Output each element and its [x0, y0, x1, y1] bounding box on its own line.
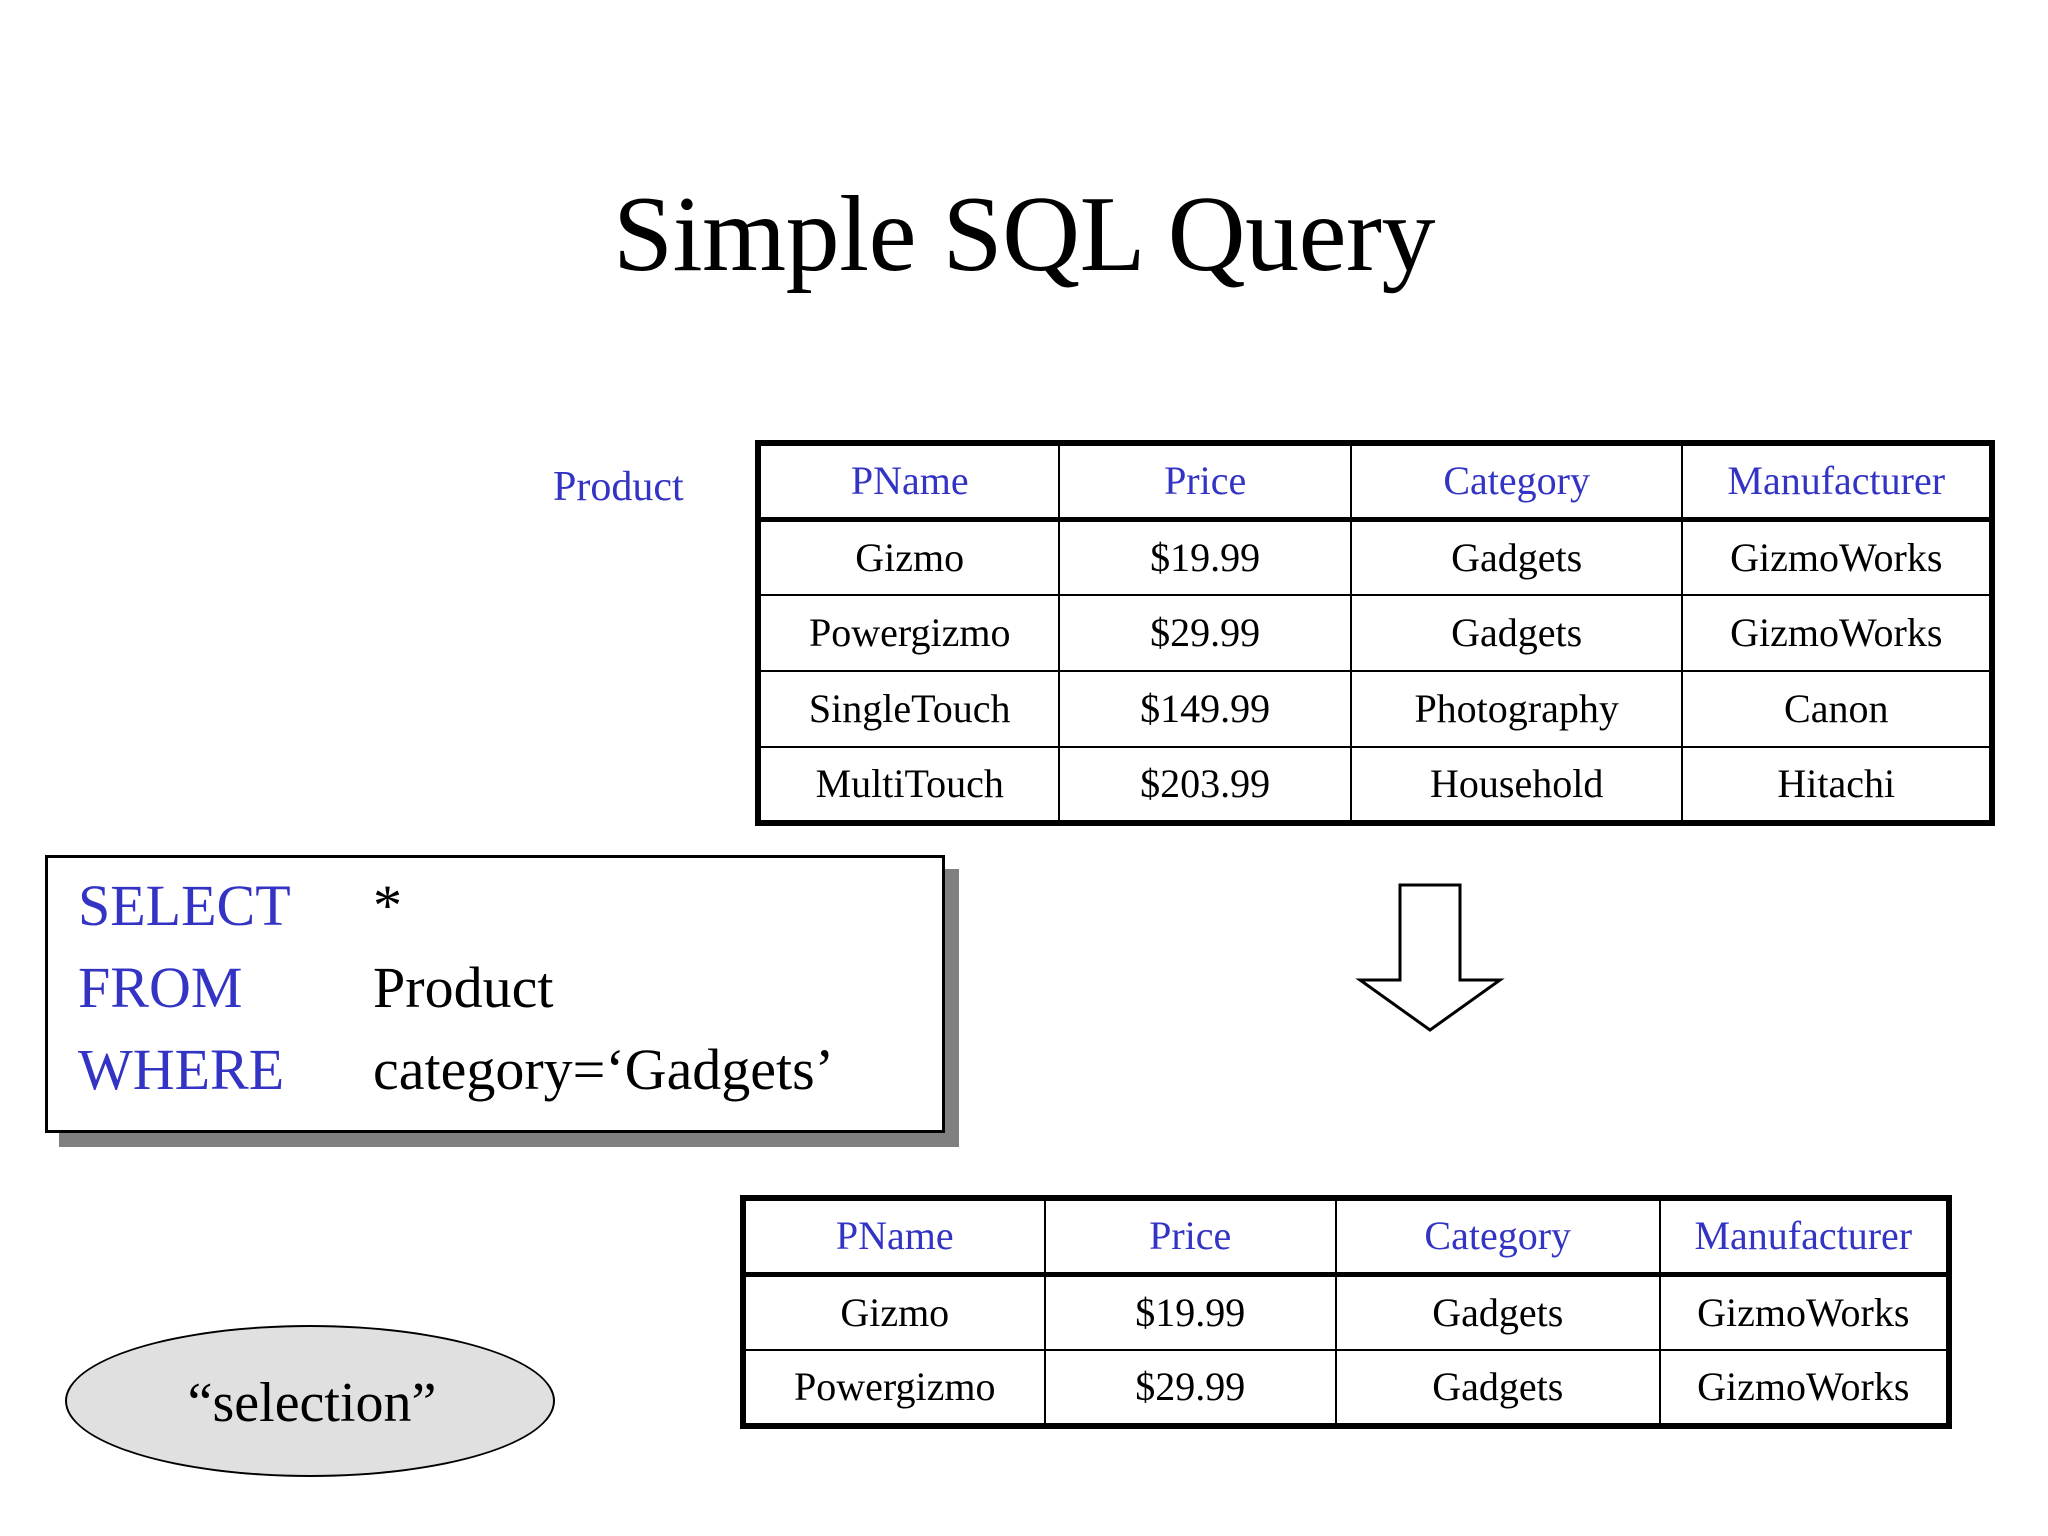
column-header-pname: PName: [756, 442, 1061, 522]
column-header-price: Price: [1043, 1197, 1337, 1277]
column-header-manufacturer: Manufacturer: [1681, 442, 1993, 522]
table-header-row: PName Price Category Manufacturer: [742, 1197, 1951, 1277]
cell-category: Gadgets: [1334, 1273, 1661, 1351]
product-table-label: Product: [553, 464, 684, 510]
product-table-head: PName Price Category Manufacturer: [756, 442, 1993, 522]
cell-manufacturer: GizmoWorks: [1681, 518, 1993, 596]
result-table-body: Gizmo $19.99 Gadgets GizmoWorks Powergiz…: [742, 1273, 1951, 1427]
selection-annotation-ellipse: “selection”: [65, 1325, 555, 1477]
column-header-price: Price: [1058, 442, 1352, 522]
column-header-category: Category: [1349, 442, 1684, 522]
sql-value-from: Product: [373, 955, 554, 1020]
cell-price: $29.99: [1043, 1349, 1337, 1427]
cell-manufacturer: GizmoWorks: [1658, 1349, 1951, 1427]
sql-box-panel: SELECT * FROM Product WHERE category=‘Gadge…: [45, 855, 945, 1133]
product-table-body: Gizmo $19.99 Gadgets GizmoWorks Powergiz…: [756, 518, 1993, 824]
sql-value-where: category=‘Gadgets’: [373, 1037, 835, 1102]
cell-pname: Powergizmo: [756, 594, 1061, 672]
table-row: Powergizmo $29.99 Gadgets GizmoWorks: [756, 594, 1993, 672]
column-header-category: Category: [1334, 1197, 1661, 1277]
cell-manufacturer: GizmoWorks: [1658, 1273, 1951, 1351]
sql-line-where: WHERE category=‘Gadgets’: [78, 1028, 928, 1112]
table-row: SingleTouch $149.99 Photography Canon: [756, 670, 1993, 748]
cell-manufacturer: GizmoWorks: [1681, 594, 1993, 672]
cell-category: Gadgets: [1349, 594, 1684, 672]
table-row: Gizmo $19.99 Gadgets GizmoWorks: [742, 1273, 1951, 1351]
sql-keyword-where: WHERE: [78, 1037, 285, 1102]
sql-keyword-from: FROM: [78, 955, 243, 1020]
column-header-manufacturer: Manufacturer: [1658, 1197, 1951, 1277]
table-row: MultiTouch $203.99 Household Hitachi: [756, 746, 1993, 824]
arrow-down-outline-icon: [1355, 880, 1505, 1035]
cell-category: Gadgets: [1334, 1349, 1661, 1427]
sql-line-from: FROM Product: [78, 946, 928, 1030]
cell-category: Photography: [1349, 670, 1684, 748]
cell-pname: SingleTouch: [756, 670, 1061, 748]
product-table: PName Price Category Manufacturer Gizmo …: [755, 440, 1995, 826]
table-row: Powergizmo $29.99 Gadgets GizmoWorks: [742, 1349, 1951, 1427]
cell-price: $19.99: [1058, 518, 1352, 596]
table-row: Gizmo $19.99 Gadgets GizmoWorks: [756, 518, 1993, 596]
sql-query-box: SELECT * FROM Product WHERE category=‘Gadge…: [45, 855, 959, 1147]
result-table: PName Price Category Manufacturer Gizmo …: [740, 1195, 1952, 1429]
cell-pname: MultiTouch: [756, 746, 1061, 824]
selection-annotation-label: “selection”: [187, 1372, 437, 1434]
result-table-head: PName Price Category Manufacturer: [742, 1197, 1951, 1277]
table-header-row: PName Price Category Manufacturer: [756, 442, 1993, 522]
sql-value-select: *: [373, 873, 402, 938]
sql-line-select: SELECT *: [78, 864, 928, 948]
sql-keyword-select: SELECT: [78, 873, 291, 938]
cell-pname: Powergizmo: [742, 1349, 1046, 1427]
page-title: Simple SQL Query: [613, 175, 1435, 294]
cell-manufacturer: Hitachi: [1681, 746, 1993, 824]
cell-manufacturer: Canon: [1681, 670, 1993, 748]
cell-category: Household: [1349, 746, 1684, 824]
cell-price: $29.99: [1058, 594, 1352, 672]
cell-pname: Gizmo: [742, 1273, 1046, 1351]
cell-pname: Gizmo: [756, 518, 1061, 596]
cell-price: $149.99: [1058, 670, 1352, 748]
cell-price: $19.99: [1043, 1273, 1337, 1351]
column-header-pname: PName: [742, 1197, 1046, 1277]
cell-category: Gadgets: [1349, 518, 1684, 596]
cell-price: $203.99: [1058, 746, 1352, 824]
